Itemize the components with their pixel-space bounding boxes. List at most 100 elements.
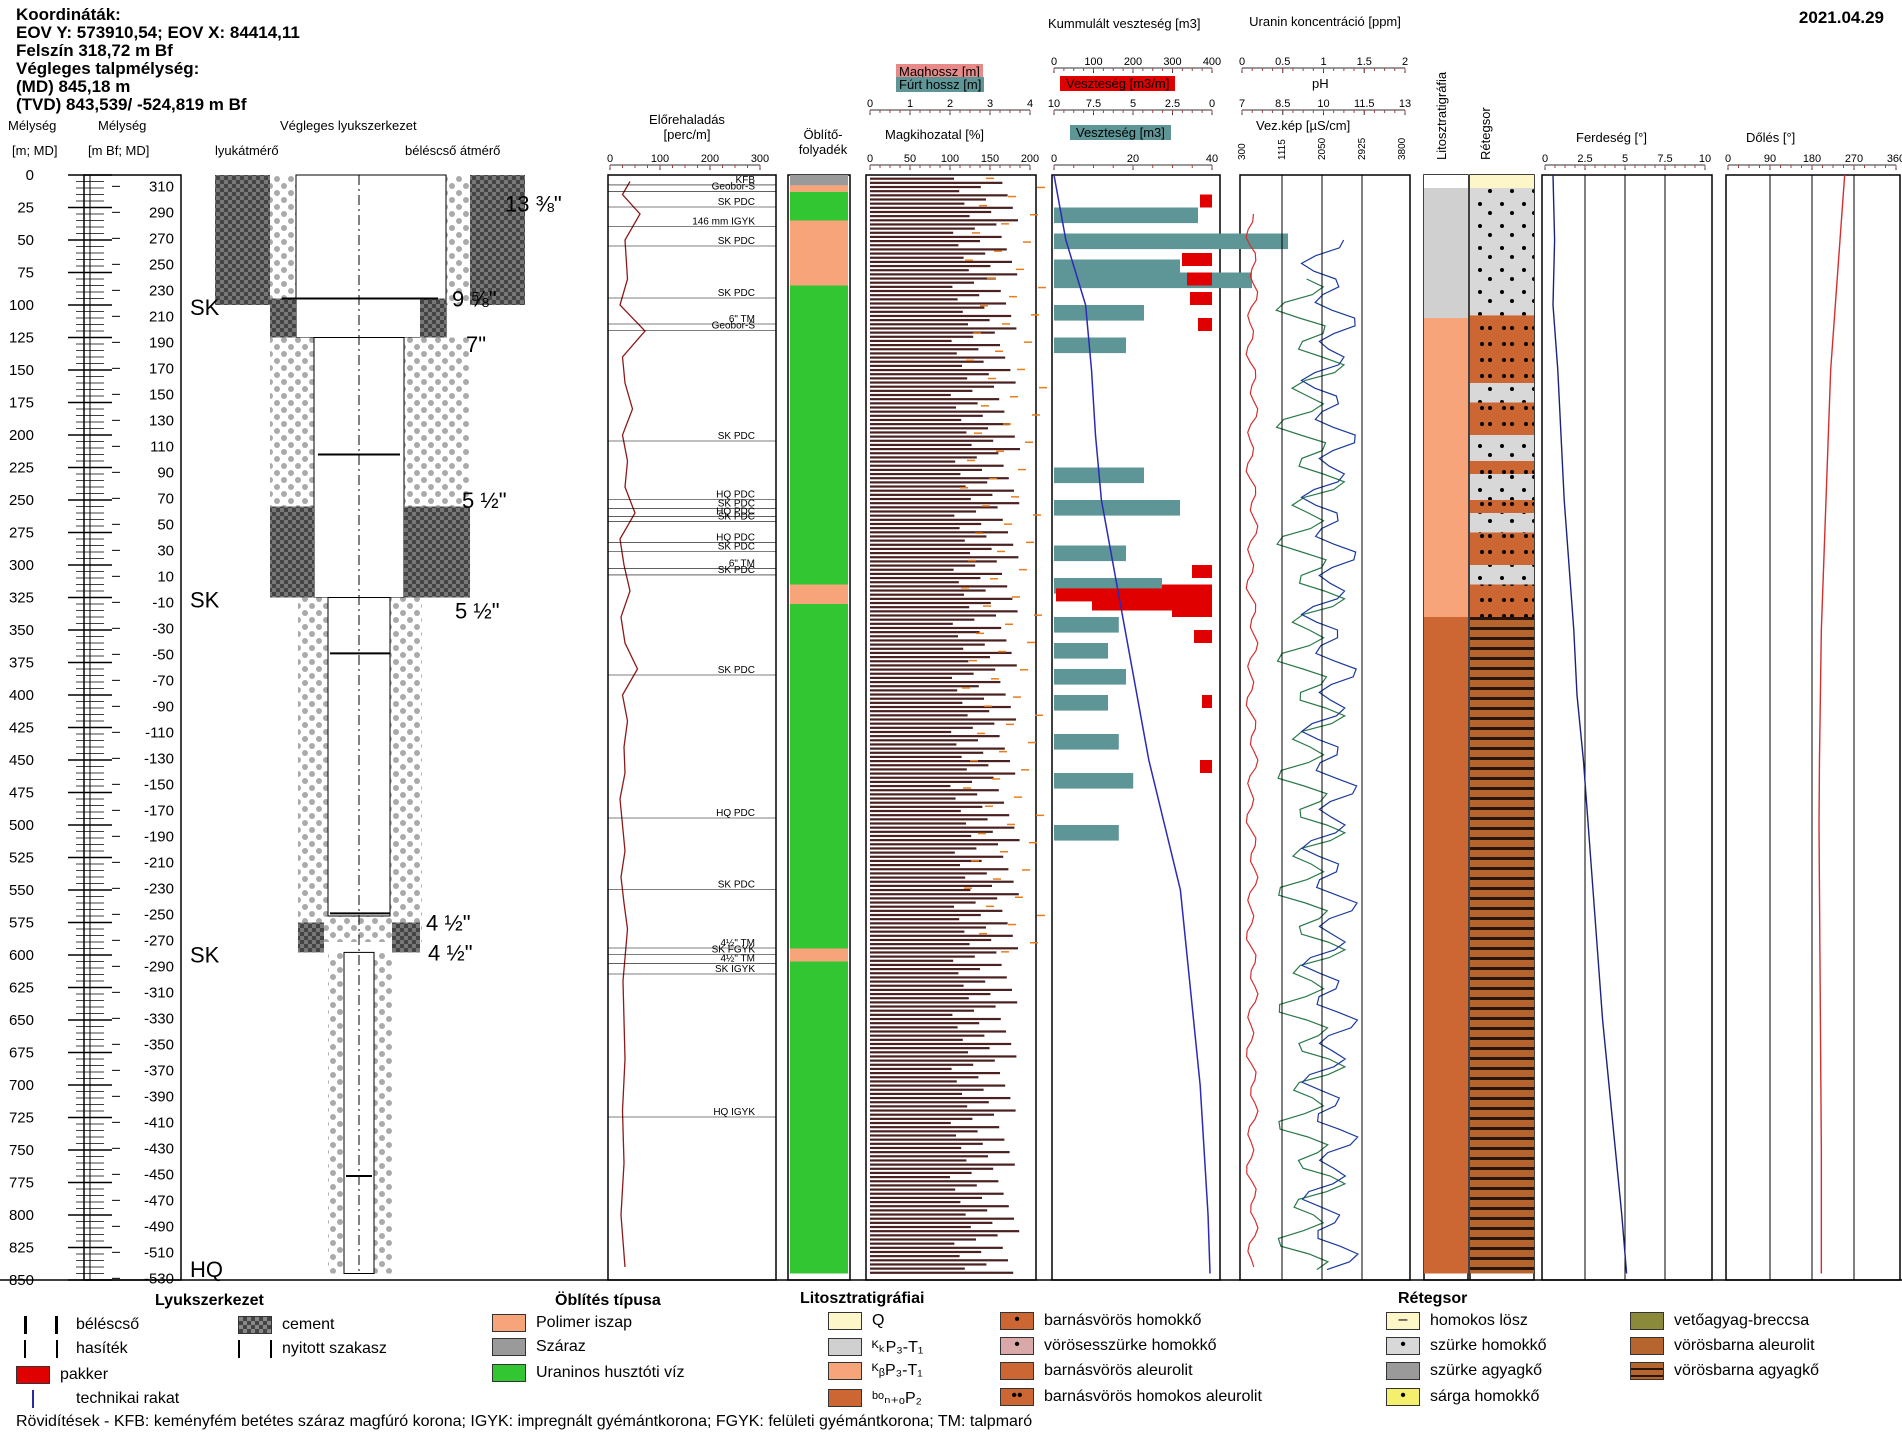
legend-item: hasíték	[16, 1340, 128, 1358]
recovery-bar	[870, 535, 987, 538]
core-length-mark	[984, 705, 992, 707]
recovery-bar	[870, 984, 964, 987]
recovery-bar	[870, 585, 1008, 588]
recovery-bar	[870, 1200, 961, 1204]
recovery-bar	[870, 593, 964, 596]
loss-axis-tick-label: 0	[1051, 153, 1057, 165]
legend-label: barnásvörös homokos aleurolit	[1044, 1388, 1262, 1405]
recovery-bar	[870, 1242, 955, 1245]
lossrate-axis-tick-label: 2.5	[1165, 98, 1180, 110]
recovery-bar	[870, 389, 973, 392]
loss-bar	[1054, 233, 1288, 250]
core-length-mark	[993, 878, 1001, 880]
recovery-bar	[870, 564, 976, 567]
core-length-mark	[1024, 341, 1032, 343]
mud-interval	[790, 285, 848, 585]
recovery-bar	[870, 514, 955, 517]
recovery-bar	[870, 789, 999, 792]
uranin-swatch	[492, 1364, 526, 1382]
recovery-bar	[870, 1001, 1018, 1004]
mud-interval	[790, 584, 848, 604]
legend-item: •barnásvörös homokkő	[1000, 1312, 1201, 1330]
recovery-bar	[870, 248, 1007, 251]
recovery-bar	[870, 739, 978, 742]
depth-md-label: 25	[17, 200, 34, 217]
recovery-bar	[870, 872, 987, 875]
recovery-bar	[870, 181, 1003, 184]
recovery-bar	[870, 231, 954, 234]
depth-bf-label: 170	[149, 360, 174, 377]
depth-bf-unit: [m Bf; MD]	[88, 143, 150, 158]
rop-interval-label: SK PDC	[718, 542, 755, 553]
recovery-bar	[870, 235, 1002, 239]
core-length-mark	[1008, 923, 1016, 926]
recovery-bar	[870, 639, 1007, 642]
legend-item: technikai rakat	[16, 1390, 179, 1408]
recovery-bar	[870, 460, 956, 463]
mud-interval	[790, 948, 848, 962]
recovery-bar	[870, 1113, 994, 1116]
rop-interval-label: SK PDC	[718, 880, 755, 891]
core-length-mark	[1031, 314, 1039, 316]
recovery-bar	[870, 1180, 999, 1183]
core-length-mark	[988, 377, 996, 380]
track-frame	[1541, 174, 1713, 1281]
recovery-bar	[870, 959, 954, 962]
core-length-mark	[968, 559, 976, 562]
uranium-title: Uranin koncentráció [ppm]	[1249, 14, 1401, 29]
loss-bar	[1054, 669, 1126, 685]
recovery-bar	[870, 294, 980, 297]
recovery-bar	[870, 963, 1002, 967]
depth-bf-label: -250	[144, 906, 174, 923]
depth-bf-label: -190	[144, 828, 174, 845]
legend-item: ••barnásvörös homokos aleurolit	[1000, 1388, 1262, 1406]
recovery-bar	[870, 1030, 1006, 1033]
recovery-bar	[870, 190, 960, 193]
recovery-bar	[870, 323, 968, 326]
recovery-bar	[870, 1221, 993, 1224]
recovery-bar	[870, 764, 989, 767]
recovery-bar	[870, 510, 976, 513]
recovery-title: Magkihozatal [%]	[885, 127, 984, 142]
casing-size-label: 9 ⅝"	[452, 287, 497, 312]
loss-bar	[1054, 643, 1108, 659]
recovery-bar	[870, 502, 1020, 505]
loss-rate-bar	[1182, 253, 1212, 266]
depth-md-label: 650	[9, 1012, 34, 1029]
rop-interval-label: KFB	[736, 175, 756, 186]
recovery-bar	[870, 938, 992, 942]
recovery-bar	[870, 772, 1016, 775]
casing-size-label: 13 ⅜"	[505, 192, 562, 217]
recovery-bar	[870, 552, 970, 555]
core-length-mark	[1019, 568, 1027, 571]
recovery-bar	[870, 735, 1000, 738]
depth-md-label: 450	[9, 752, 34, 769]
recovery-bar	[870, 805, 983, 808]
recovery-bar	[870, 1126, 1000, 1129]
depth-md-label: 575	[9, 915, 34, 932]
core-length-mark	[979, 932, 987, 935]
legend-label: nyitott szakasz	[282, 1340, 387, 1357]
abbreviations-footer: Rövidítések - KFB: keményfém betétes szá…	[16, 1413, 1033, 1430]
rop-interval-label: HQ IGYK	[713, 1107, 755, 1118]
recovery-bar	[870, 206, 1013, 209]
mud-interval	[790, 191, 848, 221]
rop-interval-label: SK FGYK	[712, 945, 756, 956]
recovery-bar	[870, 1042, 1012, 1046]
recovery-bar	[870, 876, 966, 879]
recovery-bar	[870, 834, 972, 838]
legend-item: Uraninos husztóti víz	[492, 1364, 685, 1382]
seq-unit	[1470, 565, 1534, 585]
mud-interval	[790, 175, 848, 186]
recovery-bar	[870, 497, 971, 501]
recovery-bar	[870, 314, 1012, 318]
uranium-line	[1245, 213, 1259, 1268]
depth-md-label: 475	[9, 785, 34, 802]
depth-md-label: 750	[9, 1142, 34, 1159]
core-length-mark	[1029, 841, 1037, 844]
recovery-bar	[870, 1267, 965, 1270]
recovery-bar	[870, 606, 970, 609]
recovery-bar	[870, 410, 1005, 413]
depth-bf-label: -350	[144, 1036, 174, 1053]
recovery-bar	[870, 693, 1006, 696]
